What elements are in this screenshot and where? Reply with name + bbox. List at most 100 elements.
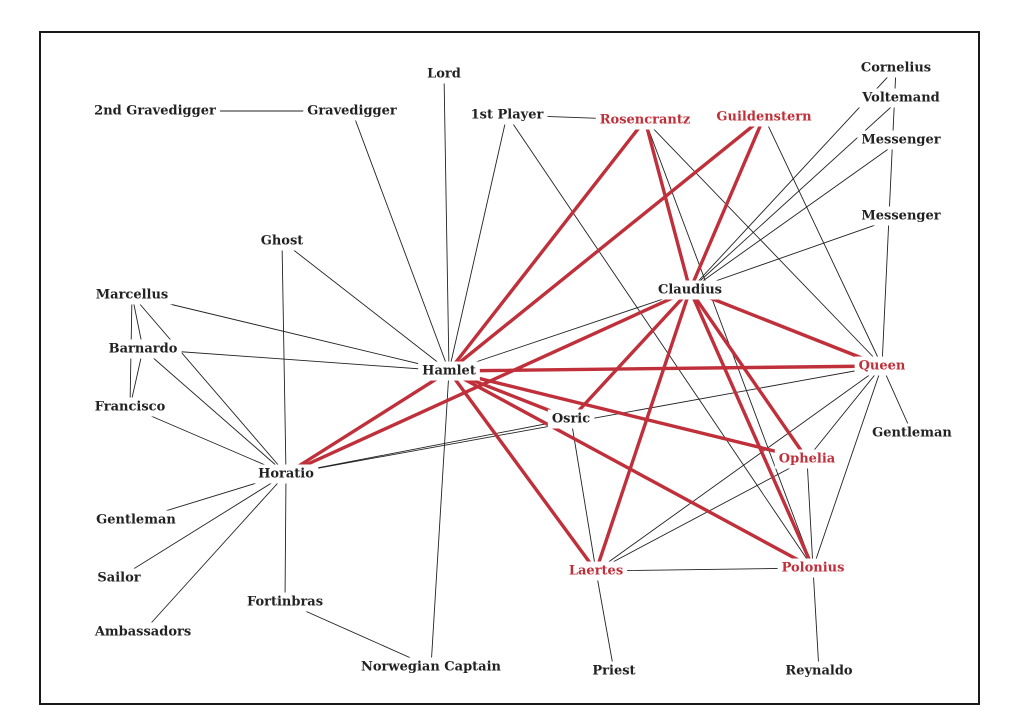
edge-hamlet-laertes xyxy=(447,369,598,573)
node-osric: Osric xyxy=(547,409,595,429)
node-label-laertes: Laertes xyxy=(569,564,623,579)
edge-horatio-osric xyxy=(285,418,572,475)
edge-hamlet-rosencrantz xyxy=(447,118,647,373)
edge-claudius-hamlet xyxy=(448,289,691,372)
node-backdrop-gravedigger xyxy=(303,101,401,121)
edge-claudius-laertes xyxy=(594,288,692,573)
edge-barnardo-horatio xyxy=(142,348,287,475)
node-laertes: Laertes xyxy=(564,561,628,581)
node-label-horatio: Horatio xyxy=(258,467,314,482)
edge-player1-hamlet xyxy=(448,114,508,372)
edge-ophelia-polonius xyxy=(806,458,814,569)
node-gravedigger: Gravedigger xyxy=(303,101,401,121)
node-backdrop-priest xyxy=(588,661,640,681)
node-backdrop-osric xyxy=(547,409,595,429)
node-label-messenger1: Messenger xyxy=(861,133,940,148)
node-label-ambassadors: Ambassadors xyxy=(94,625,191,640)
node-claudius: Claudius xyxy=(654,280,726,300)
node-messenger2: Messenger xyxy=(857,206,945,226)
node-reynaldo: Reynaldo xyxy=(781,661,857,681)
node-label-fortinbras: Fortinbras xyxy=(247,595,323,610)
node-player1: 1st Player xyxy=(466,105,548,125)
edge-barnardo-francisco xyxy=(129,348,144,408)
node-label-lord: Lord xyxy=(427,67,461,82)
node-fortinbras: Fortinbras xyxy=(242,592,328,612)
node-backdrop-gentleman_l xyxy=(92,510,181,530)
node-backdrop-cornelius xyxy=(856,58,936,78)
node-marcellus: Marcellus xyxy=(91,285,173,305)
node-backdrop-claudius xyxy=(654,280,726,300)
edge-barnardo-hamlet xyxy=(142,348,450,372)
edge-claudius-osric xyxy=(569,288,692,421)
node-backdrop-player1 xyxy=(466,105,548,125)
edge-rosencrantz-claudius xyxy=(643,118,692,292)
edge-queen-polonius xyxy=(812,365,883,569)
node-backdrop-messenger2 xyxy=(857,206,945,226)
edge-osric-laertes xyxy=(570,418,597,572)
edges-layer xyxy=(118,67,913,672)
node-backdrop-sailor xyxy=(93,568,145,588)
edge-guildenstern-queen xyxy=(763,116,883,367)
node-label-rosencrantz: Rosencrantz xyxy=(600,113,691,128)
node-label-sailor: Sailor xyxy=(97,571,140,586)
edge-horatio-sailor xyxy=(118,473,287,579)
node-horatio: Horatio xyxy=(254,464,319,484)
node-backdrop-francisco xyxy=(90,397,170,417)
node-label-claudius: Claudius xyxy=(658,283,722,298)
node-backdrop-lord xyxy=(423,64,465,84)
node-label-captain: Norwegian Captain xyxy=(361,660,502,675)
node-backdrop-laertes xyxy=(564,561,628,581)
edge-hamlet-horatio xyxy=(284,369,451,476)
node-label-messenger2: Messenger xyxy=(861,209,940,224)
edge-rosencrantz-queen xyxy=(644,119,883,367)
node-guildenstern: Guildenstern xyxy=(712,107,817,127)
node-label-ophelia: Ophelia xyxy=(779,452,836,467)
node-backdrop-rosencrantz xyxy=(595,110,695,130)
node-label-ghost: Ghost xyxy=(261,234,304,249)
node-francisco: Francisco xyxy=(90,397,170,417)
edge-hamlet-ophelia xyxy=(447,369,809,461)
edge-voltemand-claudius xyxy=(689,97,902,291)
node-label-cornelius: Cornelius xyxy=(861,61,931,76)
node-ghost: Ghost xyxy=(256,231,308,251)
node-cornelius: Cornelius xyxy=(856,58,936,78)
node-label-voltemand: Voltemand xyxy=(861,91,940,106)
edge-hamlet-captain xyxy=(430,370,450,668)
edge-laertes-priest xyxy=(595,570,615,672)
node-label-gentleman_r: Gentleman xyxy=(872,426,952,441)
node-backdrop-guildenstern xyxy=(712,107,817,127)
edge-gravedigger-hamlet xyxy=(351,110,450,372)
edge-claudius-horatio xyxy=(284,288,692,476)
node-label-gravedigger2: 2nd Gravedigger xyxy=(94,104,216,119)
node-backdrop-messenger1 xyxy=(857,130,945,150)
node-messenger1: Messenger xyxy=(857,130,945,150)
edge-ghost-horatio xyxy=(281,240,287,475)
node-label-priest: Priest xyxy=(592,664,635,679)
edge-queen-ophelia xyxy=(806,365,883,460)
edge-francisco-horatio xyxy=(129,406,287,475)
node-queen: Queen xyxy=(854,356,910,376)
edge-hamlet-guildenstern xyxy=(447,115,766,373)
node-ambassadors: Ambassadors xyxy=(89,622,196,642)
edge-horatio-ambassadors xyxy=(142,473,287,633)
edge-player1-polonius xyxy=(506,114,814,569)
node-label-player1: 1st Player xyxy=(471,108,544,123)
edge-laertes-polonius xyxy=(595,567,814,572)
edge-claudius-queen xyxy=(688,288,884,368)
node-backdrop-reynaldo xyxy=(781,661,857,681)
edge-marcellus-horatio xyxy=(131,294,287,475)
node-backdrop-gentleman_r xyxy=(868,423,957,443)
node-captain: Norwegian Captain xyxy=(357,657,506,677)
edge-polonius-reynaldo xyxy=(812,567,820,672)
node-barnardo: Barnardo xyxy=(104,339,182,359)
node-label-francisco: Francisco xyxy=(95,400,166,415)
node-gentleman_l: Gentleman xyxy=(92,510,181,530)
node-rosencrantz: Rosencrantz xyxy=(595,110,695,130)
node-backdrop-ambassadors xyxy=(89,622,196,642)
edge-messenger2-claudius xyxy=(689,215,902,291)
node-backdrop-polonius xyxy=(777,558,849,578)
node-backdrop-barnardo xyxy=(104,339,182,359)
node-label-queen: Queen xyxy=(859,359,906,374)
node-backdrop-fortinbras xyxy=(242,592,328,612)
node-gravedigger2: 2nd Gravedigger xyxy=(90,101,220,121)
